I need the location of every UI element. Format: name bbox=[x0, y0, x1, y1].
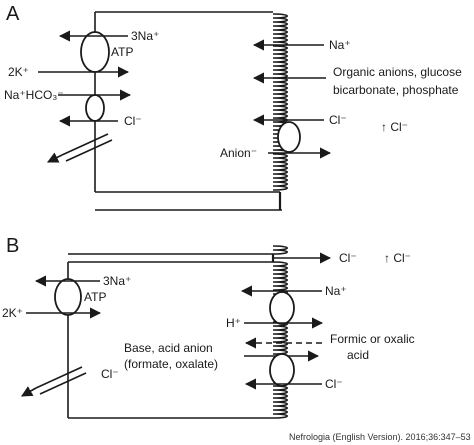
panel-b-pump-na-label: 3Na⁺ bbox=[103, 274, 131, 288]
panel-a-chloride-channel bbox=[46, 133, 113, 163]
panel-b-cl-anion-exchanger bbox=[269, 353, 295, 387]
panel-a-brush-border bbox=[272, 13, 289, 191]
panel-b-formic-label-2: acid bbox=[347, 348, 369, 362]
panel-a-effect-label: ↑ Cl⁻ bbox=[381, 120, 408, 134]
panel-b-na-k-atpase bbox=[54, 278, 82, 316]
panel-a-nahco3-label: Na⁺HCO₃⁻ bbox=[4, 88, 64, 102]
panel-a-organic-label-1: Organic anions, glucose bbox=[333, 65, 462, 79]
panel-b-apical-cl-label: Cl⁻ bbox=[325, 377, 343, 391]
panel-a-cell-outline bbox=[94, 11, 282, 211]
panel-b-base-label-2: (formate, oxalate) bbox=[124, 357, 218, 371]
panel-b-pump-atp-label: ATP bbox=[84, 290, 106, 304]
panel-b-paracellular-cl-label: Cl⁻ bbox=[339, 251, 357, 265]
panel-b-chloride-channel bbox=[21, 366, 87, 397]
citation: Nefrologia (English Version). 2016;36:34… bbox=[289, 432, 471, 442]
panel-a-na-k-atpase bbox=[80, 31, 110, 73]
panel-a-anion-exchanger bbox=[277, 121, 301, 153]
panel-a-apical-cl-label: Cl⁻ bbox=[329, 113, 347, 127]
panel-a-pump-na-label: 3Na⁺ bbox=[131, 29, 159, 43]
panel-a-letter: A bbox=[6, 3, 20, 25]
panel-b-cell-outline bbox=[67, 253, 275, 419]
panel-b-na-label: Na⁺ bbox=[325, 284, 347, 298]
panel-b-effect-label: ↑ Cl⁻ bbox=[384, 251, 411, 265]
panel-b-formic-label-1: Formic or oxalic bbox=[330, 332, 415, 346]
panel-b-basolateral-cl-label: Cl⁻ bbox=[101, 367, 119, 381]
panel-a-pump-atp-label: ATP bbox=[111, 45, 133, 59]
panel-b-letter: B bbox=[6, 235, 19, 257]
panel-a-cl-label: Cl⁻ bbox=[124, 114, 142, 128]
panel-a-pump-k-label: 2K⁺ bbox=[8, 65, 29, 79]
panel-a-na-label: Na⁺ bbox=[329, 38, 351, 52]
panel-b-h-label: H⁺ bbox=[226, 316, 241, 330]
panel-b-nhe-exchanger bbox=[269, 291, 295, 325]
panel-b-pump-k-label: 2K⁺ bbox=[2, 306, 23, 320]
panel-b-brush-border bbox=[272, 245, 289, 419]
panel-a-organic-label-2: bicarbonate, phosphate bbox=[333, 83, 459, 97]
panel-a-anion-label: Anion⁻ bbox=[220, 146, 257, 160]
panel-a-nbc-cotransporter bbox=[85, 94, 105, 122]
panel-b-base-label-1: Base, acid anion bbox=[124, 341, 213, 355]
